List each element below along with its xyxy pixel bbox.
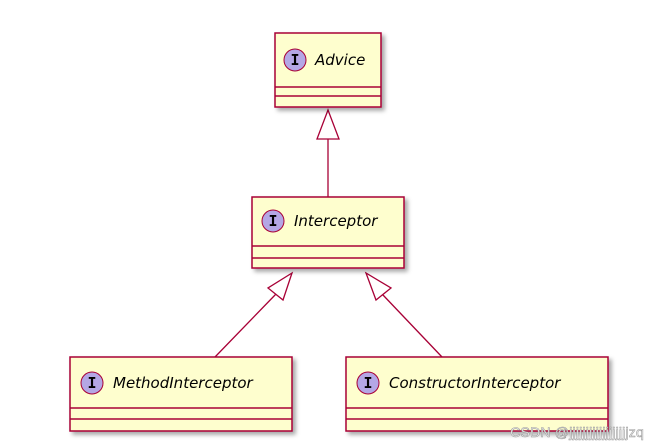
stereotype-letter: I	[87, 374, 96, 392]
interface-name-interceptor: Interceptor	[294, 212, 378, 230]
inheritance-edge-interceptor-advice	[316, 108, 340, 197]
stereotype-letter: I	[268, 212, 277, 230]
interface-interceptor: I Interceptor	[251, 196, 405, 269]
interface-stereotype-icon	[261, 209, 285, 233]
interface-stereotype-icon	[283, 48, 307, 72]
inheritance-edge-constructorinterceptor-interceptor	[364, 271, 443, 358]
interface-stereotype-icon	[80, 371, 104, 395]
interface-advice: I Advice	[274, 32, 382, 108]
inheritance-arrowhead	[266, 271, 294, 302]
inheritance-arrowhead	[316, 108, 340, 140]
stereotype-letter: I	[363, 374, 372, 392]
interface-name-constructor-interceptor: ConstructorInterceptor	[389, 374, 561, 392]
stereotype-letter: I	[290, 51, 299, 69]
interface-method-interceptor: I MethodInterceptor	[69, 356, 293, 432]
inheritance-edge-methodinterceptor-interceptor	[214, 271, 294, 358]
interface-constructor-interceptor: I ConstructorInterceptor	[345, 356, 609, 432]
inheritance-arrowhead	[364, 271, 393, 302]
interface-name-advice: Advice	[314, 51, 365, 69]
interface-stereotype-icon	[356, 371, 380, 395]
interface-name-method-interceptor: MethodInterceptor	[113, 374, 254, 392]
watermark-text: CSDN @jjjjjjjjjjjjjjjjjjzq	[510, 424, 644, 441]
